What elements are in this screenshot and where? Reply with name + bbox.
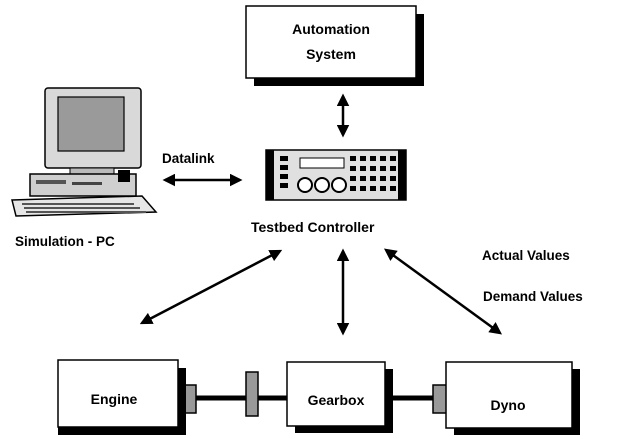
automation-system-label-line2: System [306,46,356,62]
testbed-controller-icon [265,149,407,201]
testbed-controller-label: Testbed Controller [251,219,375,235]
dyno-label: Dyno [491,397,526,413]
automation-system-label-line1: Automation [292,21,370,37]
gearbox-box: Gearbox [286,361,393,433]
controller-engine-arrow [139,249,283,325]
actual-values-label: Actual Values [482,248,570,263]
engine-label: Engine [91,391,138,407]
automation-system-box: Automation System [245,5,424,86]
simulation-pc-label: Simulation - PC [15,234,115,249]
datalink-label: Datalink [162,151,215,166]
demand-values-label: Demand Values [483,289,583,304]
dyno-box: Dyno [445,361,580,435]
computer-icon [11,87,158,217]
controller-dyno-arrow [383,248,503,335]
drive-shaft [180,371,450,417]
gearbox-label: Gearbox [308,392,365,408]
engine-box: Engine [57,359,186,435]
